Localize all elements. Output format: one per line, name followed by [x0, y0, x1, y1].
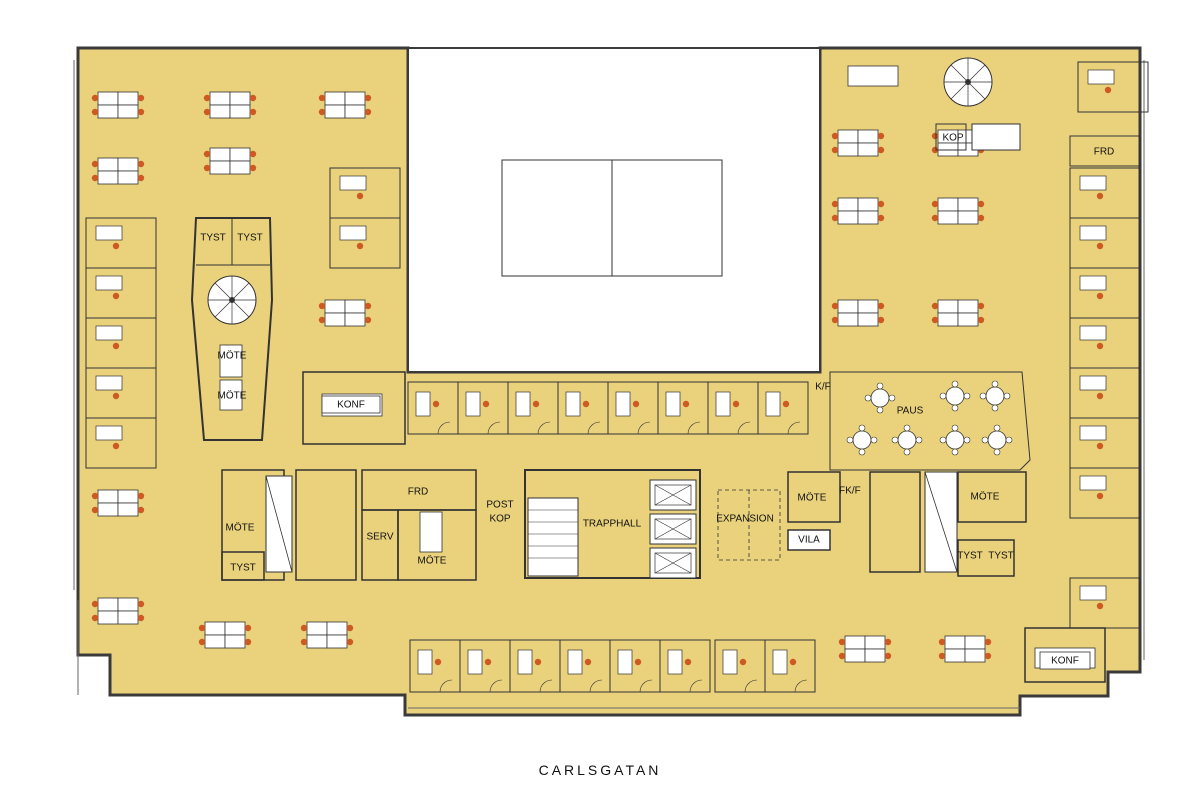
pause-area: [829, 371, 1031, 471]
expansion-area: [717, 489, 781, 561]
east-cells: [1069, 61, 1149, 629]
room-label-vila: VILA: [798, 535, 820, 546]
room-label-post: POST: [486, 500, 513, 511]
room-label-mote: MÖTE: [418, 555, 447, 567]
room-label-kop: KOP: [942, 133, 963, 144]
room-label-kf: K/F: [845, 486, 861, 497]
room-label-tyst: TYST: [957, 551, 983, 562]
east-core: [787, 471, 1027, 577]
room-label-frd: FRD: [408, 487, 429, 498]
room-label-expansion: EXPANSION: [716, 514, 774, 525]
room-label-kf: K/F: [815, 382, 831, 393]
room-label-mote: MÖTE: [798, 492, 827, 504]
east-workstations: [831, 65, 985, 327]
room-label-mote: MÖTE: [218, 390, 247, 402]
room-label-f: F: [839, 486, 845, 497]
room-label-paus: PAUS: [897, 406, 924, 417]
room-label-frd: FRD: [1094, 147, 1115, 158]
room-label-tyst: TYST: [988, 551, 1014, 562]
west-meeting-pod: [190, 217, 274, 441]
room-label-mote: MÖTE: [226, 522, 255, 534]
room-label-kop: KOP: [489, 514, 510, 525]
room-label-serv: SERV: [366, 532, 393, 543]
room-label-konf: KONF: [337, 400, 365, 411]
west-core: [221, 469, 477, 581]
room-label-trapphall: TRAPPHALL: [583, 519, 642, 530]
room-label-tyst: TYST: [230, 563, 256, 574]
room-labels: TYST TYST MÖTE MÖTE KONF MÖTE TYST FRD S…: [200, 133, 1115, 670]
room-label-tyst: TYST: [237, 233, 263, 244]
room-label-tyst: TYST: [200, 233, 226, 244]
spiral-stair-icon: [943, 57, 993, 107]
street-name: CARLSGATAN: [538, 762, 662, 778]
elevator-icon: [971, 123, 1021, 151]
room-label-mote: MÖTE: [218, 350, 247, 362]
room-label-konf: KONF: [1051, 656, 1079, 667]
stairhall: [524, 469, 701, 579]
room-label-mote: MÖTE: [971, 491, 1000, 503]
